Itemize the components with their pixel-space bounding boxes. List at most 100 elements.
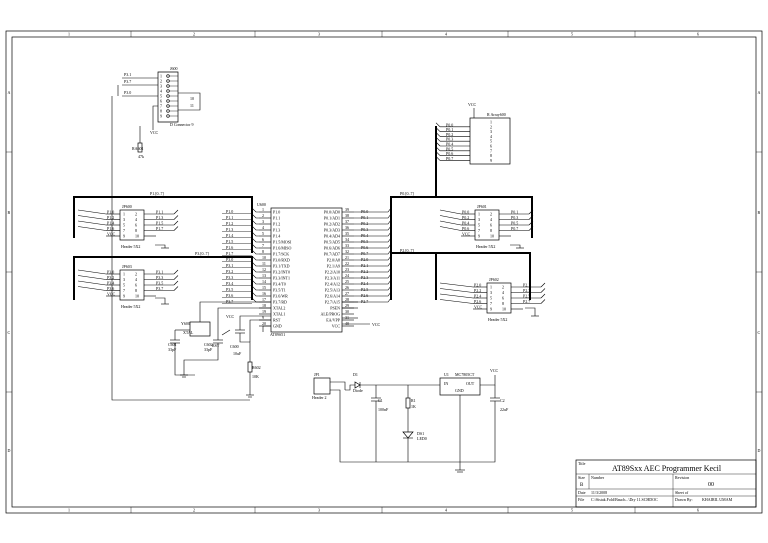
header-net-left: P3.0 [107, 270, 114, 275]
mcu-pin-name: P0.7/AD7 [324, 252, 340, 257]
db9-pin [166, 79, 170, 83]
mcu-pin-name: P1.5/MOSI [273, 240, 292, 245]
header-pin-num: 6 [135, 223, 137, 228]
mcu-pin-num: 19 [262, 309, 266, 314]
mcu-pin-num: 9 [262, 315, 264, 320]
border-row-left: C [8, 330, 11, 335]
net-wire-p0 [354, 249, 392, 255]
header-bus-entry [540, 288, 546, 293]
header-pin-num: 10 [135, 234, 139, 239]
header-net-left: P1.0 [107, 210, 114, 215]
db9-pin-num: 4 [160, 88, 162, 93]
c1-ref: C1 [378, 398, 383, 403]
header-bus-entry [77, 220, 107, 226]
header-net-left: P2.6 [474, 299, 481, 304]
rpack-bus-entry [435, 122, 441, 128]
db9-pin [166, 109, 170, 113]
mcu-pin-num: 3 [262, 219, 264, 224]
header-net-right: P0.7 [511, 226, 518, 231]
net-label-p2: P2.2 [361, 269, 368, 274]
mcu-pin-num: 12 [262, 267, 266, 272]
db9-extra-11: 11 [190, 103, 194, 108]
rpack-bus-entry [435, 156, 441, 161]
mcu-pin-name: P0.1/AD1 [324, 216, 340, 221]
net-wire-p2 [354, 285, 392, 291]
header-net-left: P2.4 [474, 294, 481, 299]
mcu-pin-name: P0.2/AD2 [324, 222, 340, 227]
mcu-pin-num: 20 [262, 321, 266, 326]
db9-pin [166, 94, 170, 98]
border-row-right: C [758, 330, 761, 335]
net-label-p3: P3.0 [226, 257, 233, 262]
net-wire-p0 [354, 243, 392, 249]
header-pin-num: 5 [123, 223, 125, 228]
mcu-pin-num: 24 [345, 273, 349, 278]
db9-pin-num: 8 [160, 108, 162, 113]
header-net-left: P0.4 [462, 221, 469, 226]
header-bus-entry [77, 269, 107, 275]
rst-vcc: VCC [226, 314, 235, 319]
net-wire-p0 [354, 213, 392, 219]
mcu-pin-name: P2.7/A15 [325, 300, 340, 305]
header-pin-num: 6 [502, 296, 504, 301]
mcu-pin-name: P3.7/RD [273, 300, 287, 305]
net-label-p2: P2.5 [361, 287, 368, 292]
net-label-p1: P1.0 [226, 209, 233, 214]
header-bus-entry [173, 209, 179, 215]
mcu-pin-name: P1.3 [273, 228, 280, 233]
border-col-top: 3 [318, 32, 320, 37]
header-net-left: VCC [474, 305, 483, 310]
header-pin-num: 7 [478, 228, 480, 233]
c600-val: 10uF [233, 351, 242, 356]
net-wire-p3 [251, 261, 259, 267]
mcu-pin-name: ALE/PROG [320, 312, 340, 317]
mcu-pin-name: P3.1/TXD [273, 264, 290, 269]
header-bus-entry [77, 226, 107, 231]
mcu-pin-num: 29 [345, 303, 349, 308]
rpack-net: P0.5 [446, 146, 453, 151]
header-pin-num: 10 [502, 307, 506, 312]
bus-p3-label: P3.[0..7] [195, 251, 210, 256]
header-net-right: P1.3 [156, 215, 163, 220]
border-col-top: 4 [445, 32, 447, 37]
header-bus-entry [439, 215, 462, 220]
mcu-pin-name: P1.4 [273, 234, 280, 239]
header-pin-num: 3 [123, 217, 125, 222]
net-label-p0: P0.7 [361, 251, 368, 256]
net-wire-p3 [251, 279, 259, 285]
net-wire-p3 [251, 297, 259, 303]
file-label: File [578, 497, 584, 502]
header-ref: JP601 [477, 204, 487, 209]
mcu-pin-name: P2.6/A14 [325, 294, 340, 299]
header-foot: Header 5X2 [121, 304, 140, 309]
rpack-net: P0.7 [446, 156, 453, 161]
mcu-pin-name: P1.6/MISO [273, 246, 291, 251]
mcu-pin-name: P1.2 [273, 222, 280, 227]
mcu-pin-name: RST [273, 318, 281, 323]
header-pin-num: 9 [478, 234, 480, 239]
net-label-p2: P2.4 [361, 281, 368, 286]
xtal-ref: Y600 [181, 321, 190, 326]
net-label-p2: P2.0 [361, 257, 368, 262]
header-bus-entry [439, 282, 474, 288]
led-val: LED0 [417, 436, 427, 441]
db9-pin [166, 84, 170, 88]
header-body [474, 209, 500, 241]
header-net-left: P0.2 [462, 215, 469, 220]
border-col-bottom: 3 [318, 508, 320, 513]
net-label-p0: P0.4 [361, 233, 368, 238]
mcu-pin-num: 10 [262, 255, 266, 260]
header-net-left: VCC [107, 232, 116, 237]
rpack-bus-entry [435, 146, 441, 152]
header-pin-num: 9 [123, 234, 125, 239]
net-wire-p3 [251, 285, 259, 291]
net-label-p0: P0.6 [361, 245, 368, 250]
header-net-right: P0.1 [511, 210, 518, 215]
file-value: C:\Sistak.Fold\Bauch...\Dry 11.SCHDOC [591, 497, 658, 502]
rpack-vcc: VCC [468, 102, 477, 107]
header-net-left: P3.2 [107, 275, 114, 280]
header-bus-entry [540, 299, 546, 304]
header-pin-num: 8 [490, 228, 492, 233]
header-pin-num: 2 [490, 212, 492, 217]
net-wire-p2 [354, 261, 392, 267]
